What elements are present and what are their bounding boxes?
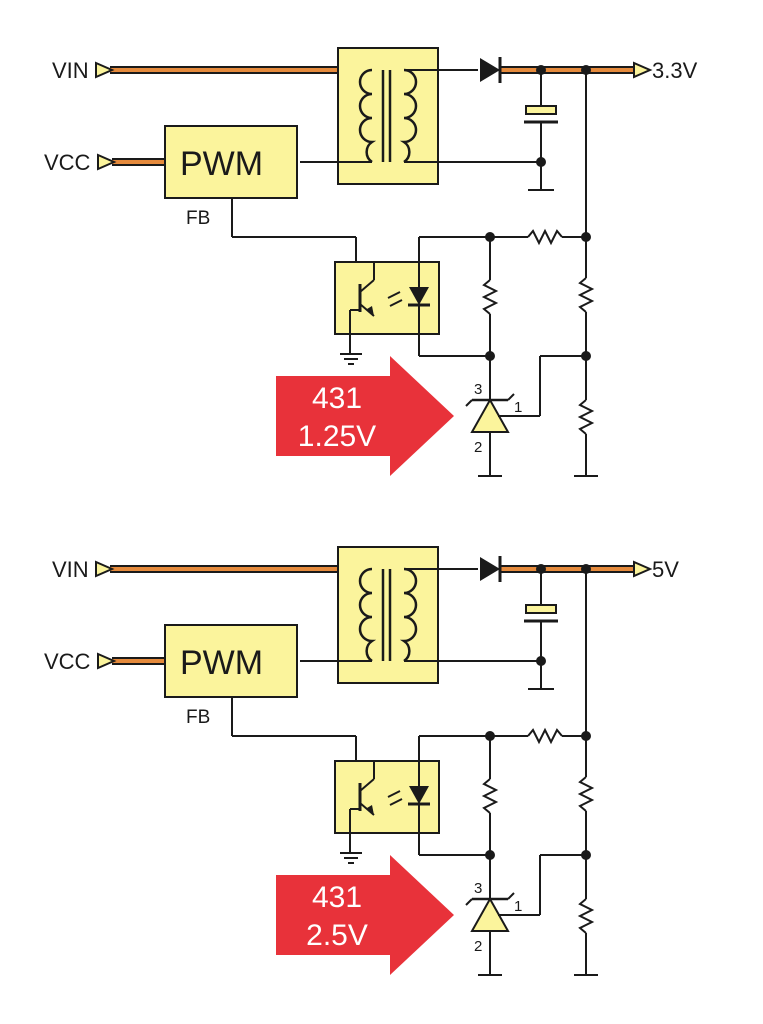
pwm-label: PWM (180, 145, 263, 183)
fb-label: FB (186, 208, 210, 229)
vin-label: VIN (52, 557, 89, 582)
tl431-pin-3: 3 (474, 880, 482, 897)
callout-reference-voltage: 2.5V (306, 919, 368, 952)
tl431-pin-2: 2 (474, 439, 482, 456)
vin-label: VIN (52, 58, 89, 83)
pwm-label: PWM (180, 644, 263, 682)
fb-label: FB (186, 707, 210, 728)
tl431-pin-3: 3 (474, 381, 482, 398)
callout-part-number: 431 (312, 881, 362, 914)
output-voltage-label: 3.3V (652, 58, 698, 83)
callout-reference-voltage: 1.25V (298, 420, 376, 453)
tl431-pin-1: 1 (514, 898, 522, 915)
callout-part-number: 431 (312, 382, 362, 415)
vcc-label: VCC (44, 649, 91, 674)
vcc-label: VCC (44, 150, 91, 175)
tl431-pin-1: 1 (514, 399, 522, 416)
circuit-5v: VIN VCC PWM FB 5V 3 1 2 431 2.5V (44, 547, 679, 975)
output-voltage-label: 5V (652, 557, 679, 582)
tl431-pin-2: 2 (474, 938, 482, 955)
circuit-3v3: VIN VCC PWM FB 3.3V 3 1 2 431 1.25V (44, 48, 698, 476)
